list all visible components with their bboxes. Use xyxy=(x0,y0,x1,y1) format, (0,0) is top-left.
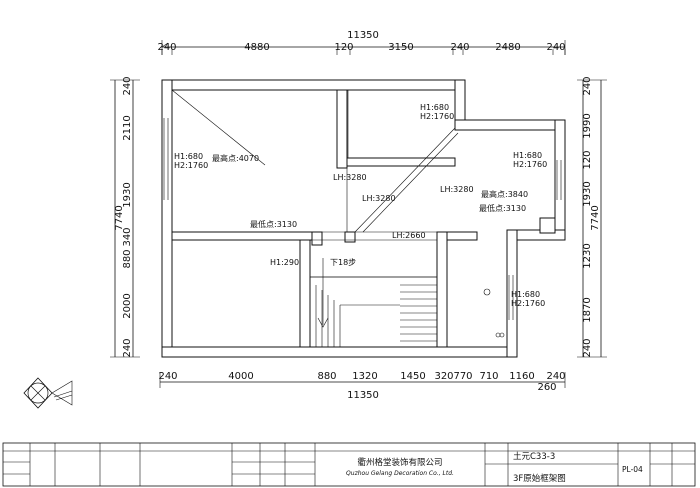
right-room-max: 最高点:3840 xyxy=(481,189,528,199)
title-block: 衢州格堂装饰有限公司 Quzhou Gelang Decoration Co.,… xyxy=(2,442,696,487)
stairs-label: 下18步 xyxy=(330,258,356,267)
top-seg-1: 240 xyxy=(157,42,176,53)
top-seg-4: 3150 xyxy=(388,42,413,53)
right-seg-7: 240 xyxy=(582,338,593,357)
right-seg-3: 120 xyxy=(582,150,593,169)
beam-label-4: LH:2660 xyxy=(392,231,426,240)
bottom-seg-9: 1160 xyxy=(509,371,534,382)
top-middle-h1: H1:680 xyxy=(420,103,449,112)
bottom-seg-8: 710 xyxy=(479,371,498,382)
bottom-extra-dim: 260 xyxy=(537,382,556,393)
right-seg-2: 1990 xyxy=(582,113,593,138)
left-dimension-chain: 240 2110 1930 340 880 2000 240 7740 xyxy=(110,76,140,358)
bottom-seg-2: 4000 xyxy=(228,371,253,382)
right-room-h2: H2:1760 xyxy=(513,160,547,169)
top-seg-7: 240 xyxy=(546,42,565,53)
beam-label-3: LH:3280 xyxy=(440,185,474,194)
bottom-seg-7: 770 xyxy=(453,371,472,382)
left-seg-1: 240 xyxy=(122,76,133,95)
left-seg-4: 340 xyxy=(122,227,133,246)
roof-slope-lines xyxy=(171,89,459,278)
right-seg-4: 1930 xyxy=(582,181,593,206)
right-seg-6: 1870 xyxy=(582,297,593,322)
top-seg-3: 120 xyxy=(334,42,353,53)
right-total-dim: 7740 xyxy=(590,205,601,230)
left-seg-3: 1930 xyxy=(122,182,133,207)
top-total-dim: 11350 xyxy=(347,30,379,41)
walls xyxy=(161,79,566,358)
bottom-seg-6: 320 xyxy=(434,371,453,382)
beam-label-1: LH:3280 xyxy=(333,173,367,182)
right-room-min: 最低点:3130 xyxy=(479,203,526,213)
left-room-min: 最低点:3130 xyxy=(250,219,297,229)
drawing-number: PL-04 xyxy=(622,465,643,474)
company-name-en: Quzhou Gelang Decoration Co., Ltd. xyxy=(346,470,454,477)
room-annotations: H1:680 H2:1760 最高点:4070 最低点:3130 H1:680 … xyxy=(174,103,547,308)
bottom-dimension-chain: 240 4000 880 1320 1450 320 770 710 1160 … xyxy=(158,371,565,401)
left-total-dim: 7740 xyxy=(114,205,125,230)
staircase xyxy=(309,258,438,348)
lower-left-h1: H1:290 xyxy=(270,258,299,267)
bottom-seg-5: 1450 xyxy=(400,371,425,382)
beam-label-2: LH:3280 xyxy=(362,194,396,203)
bottom-seg-1: 240 xyxy=(158,371,177,382)
bottom-seg-4: 1320 xyxy=(352,371,377,382)
left-seg-6: 2000 xyxy=(122,293,133,318)
left-seg-5: 880 xyxy=(122,249,133,268)
bottom-seg-3: 880 xyxy=(317,371,336,382)
left-room-h1: H1:680 xyxy=(174,152,203,161)
bottom-seg-10: 240 xyxy=(546,371,565,382)
left-room-h2: H2:1760 xyxy=(174,161,208,170)
lower-right-h1: H1:680 xyxy=(511,290,540,299)
floor-drains xyxy=(483,288,505,338)
drawing-title: 3F原始框架图 xyxy=(513,473,566,484)
top-dimension-chain: 11350 240 4880 120 3150 240 2480 240 xyxy=(157,30,566,55)
right-seg-5: 1230 xyxy=(582,243,593,268)
top-seg-6: 2480 xyxy=(495,42,520,53)
right-seg-1: 240 xyxy=(582,76,593,95)
left-seg-2: 2110 xyxy=(122,115,133,140)
left-seg-7: 240 xyxy=(122,338,133,357)
right-room-h1: H1:680 xyxy=(513,151,542,160)
project-name: 土元C33-3 xyxy=(513,451,555,462)
lower-right-h2: H2:1760 xyxy=(511,299,545,308)
compass-symbol xyxy=(23,377,73,409)
top-seg-5: 240 xyxy=(450,42,469,53)
bottom-total-dim: 11350 xyxy=(347,390,379,401)
top-middle-h2: H2:1760 xyxy=(420,112,454,121)
company-name-cn: 衢州格堂装饰有限公司 xyxy=(357,457,442,468)
left-room-max: 最高点:4070 xyxy=(212,153,259,163)
right-dimension-chain: 240 1990 120 1930 1230 1870 240 7740 xyxy=(577,76,607,358)
top-seg-2: 4880 xyxy=(244,42,269,53)
